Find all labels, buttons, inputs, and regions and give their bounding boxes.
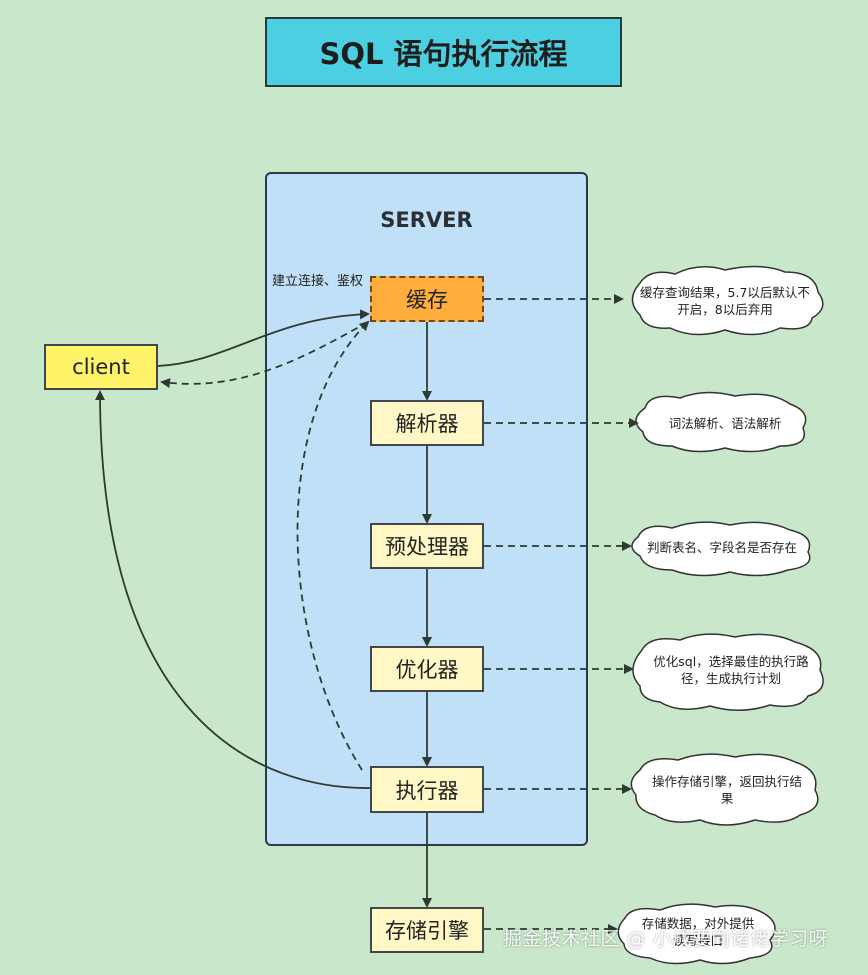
note-cache-line1: 缓存查询结果，5.7以后默认不 [640,285,810,300]
node-client: client [44,344,158,390]
cloud-parser [635,391,807,453]
node-parser: 解析器 [370,400,484,446]
edge-client-cache [157,309,370,367]
node-cache: 缓存 [370,276,484,322]
edge-cache-client-return [160,321,369,388]
note-optimizer-line2: 径，生成执行计划 [680,671,781,686]
cloud-shapes [617,265,824,965]
note-optimizer-line1: 优化sql，选择最佳的执行路 [653,654,809,669]
watermark: 掘金技术社区 @ 小成要向诸佬学习呀 [503,928,829,950]
cloud-optimizer [632,633,824,711]
note-executor-line1: 操作存储引擎，返回执行结 [651,774,802,789]
cloud-executor [630,753,819,826]
edge-label-connect: 建立连接、鉴权 [272,274,364,289]
note-executor-line2: 果 [720,791,734,806]
note-storage: 存储数据，对外提供 读写接口 [618,915,778,949]
edge-executor-client [95,390,372,789]
note-executor: 操作存储引擎，返回执行结 果 [634,773,820,807]
node-storage-engine: 存储引擎 [370,907,484,953]
note-parser: 词法解析、语法解析 [668,416,782,431]
server-label: SERVER [380,208,473,232]
node-preprocessor: 预处理器 [370,523,484,569]
note-preprocessor: 判断表名、字段名是否存在 [646,540,797,555]
node-executor: 执行器 [370,766,484,813]
note-cache: 缓存查询结果，5.7以后默认不 开启，8以后弃用 [630,284,820,318]
edge-executor-cache [296,320,370,771]
diagram-title: SQL 语句执行流程 [265,17,622,87]
cloud-preprocessor [631,521,811,577]
node-optimizer: 优化器 [370,646,484,692]
note-storage-line2: 读写接口 [672,933,723,948]
note-optimizer: 优化sql，选择最佳的执行路 径，生成执行计划 [636,653,826,687]
cloud-cache [631,265,824,336]
note-cache-line2: 开启，8以后弃用 [677,302,773,317]
note-storage-line1: 存储数据，对外提供 [641,916,755,931]
cloud-storage [617,903,776,965]
